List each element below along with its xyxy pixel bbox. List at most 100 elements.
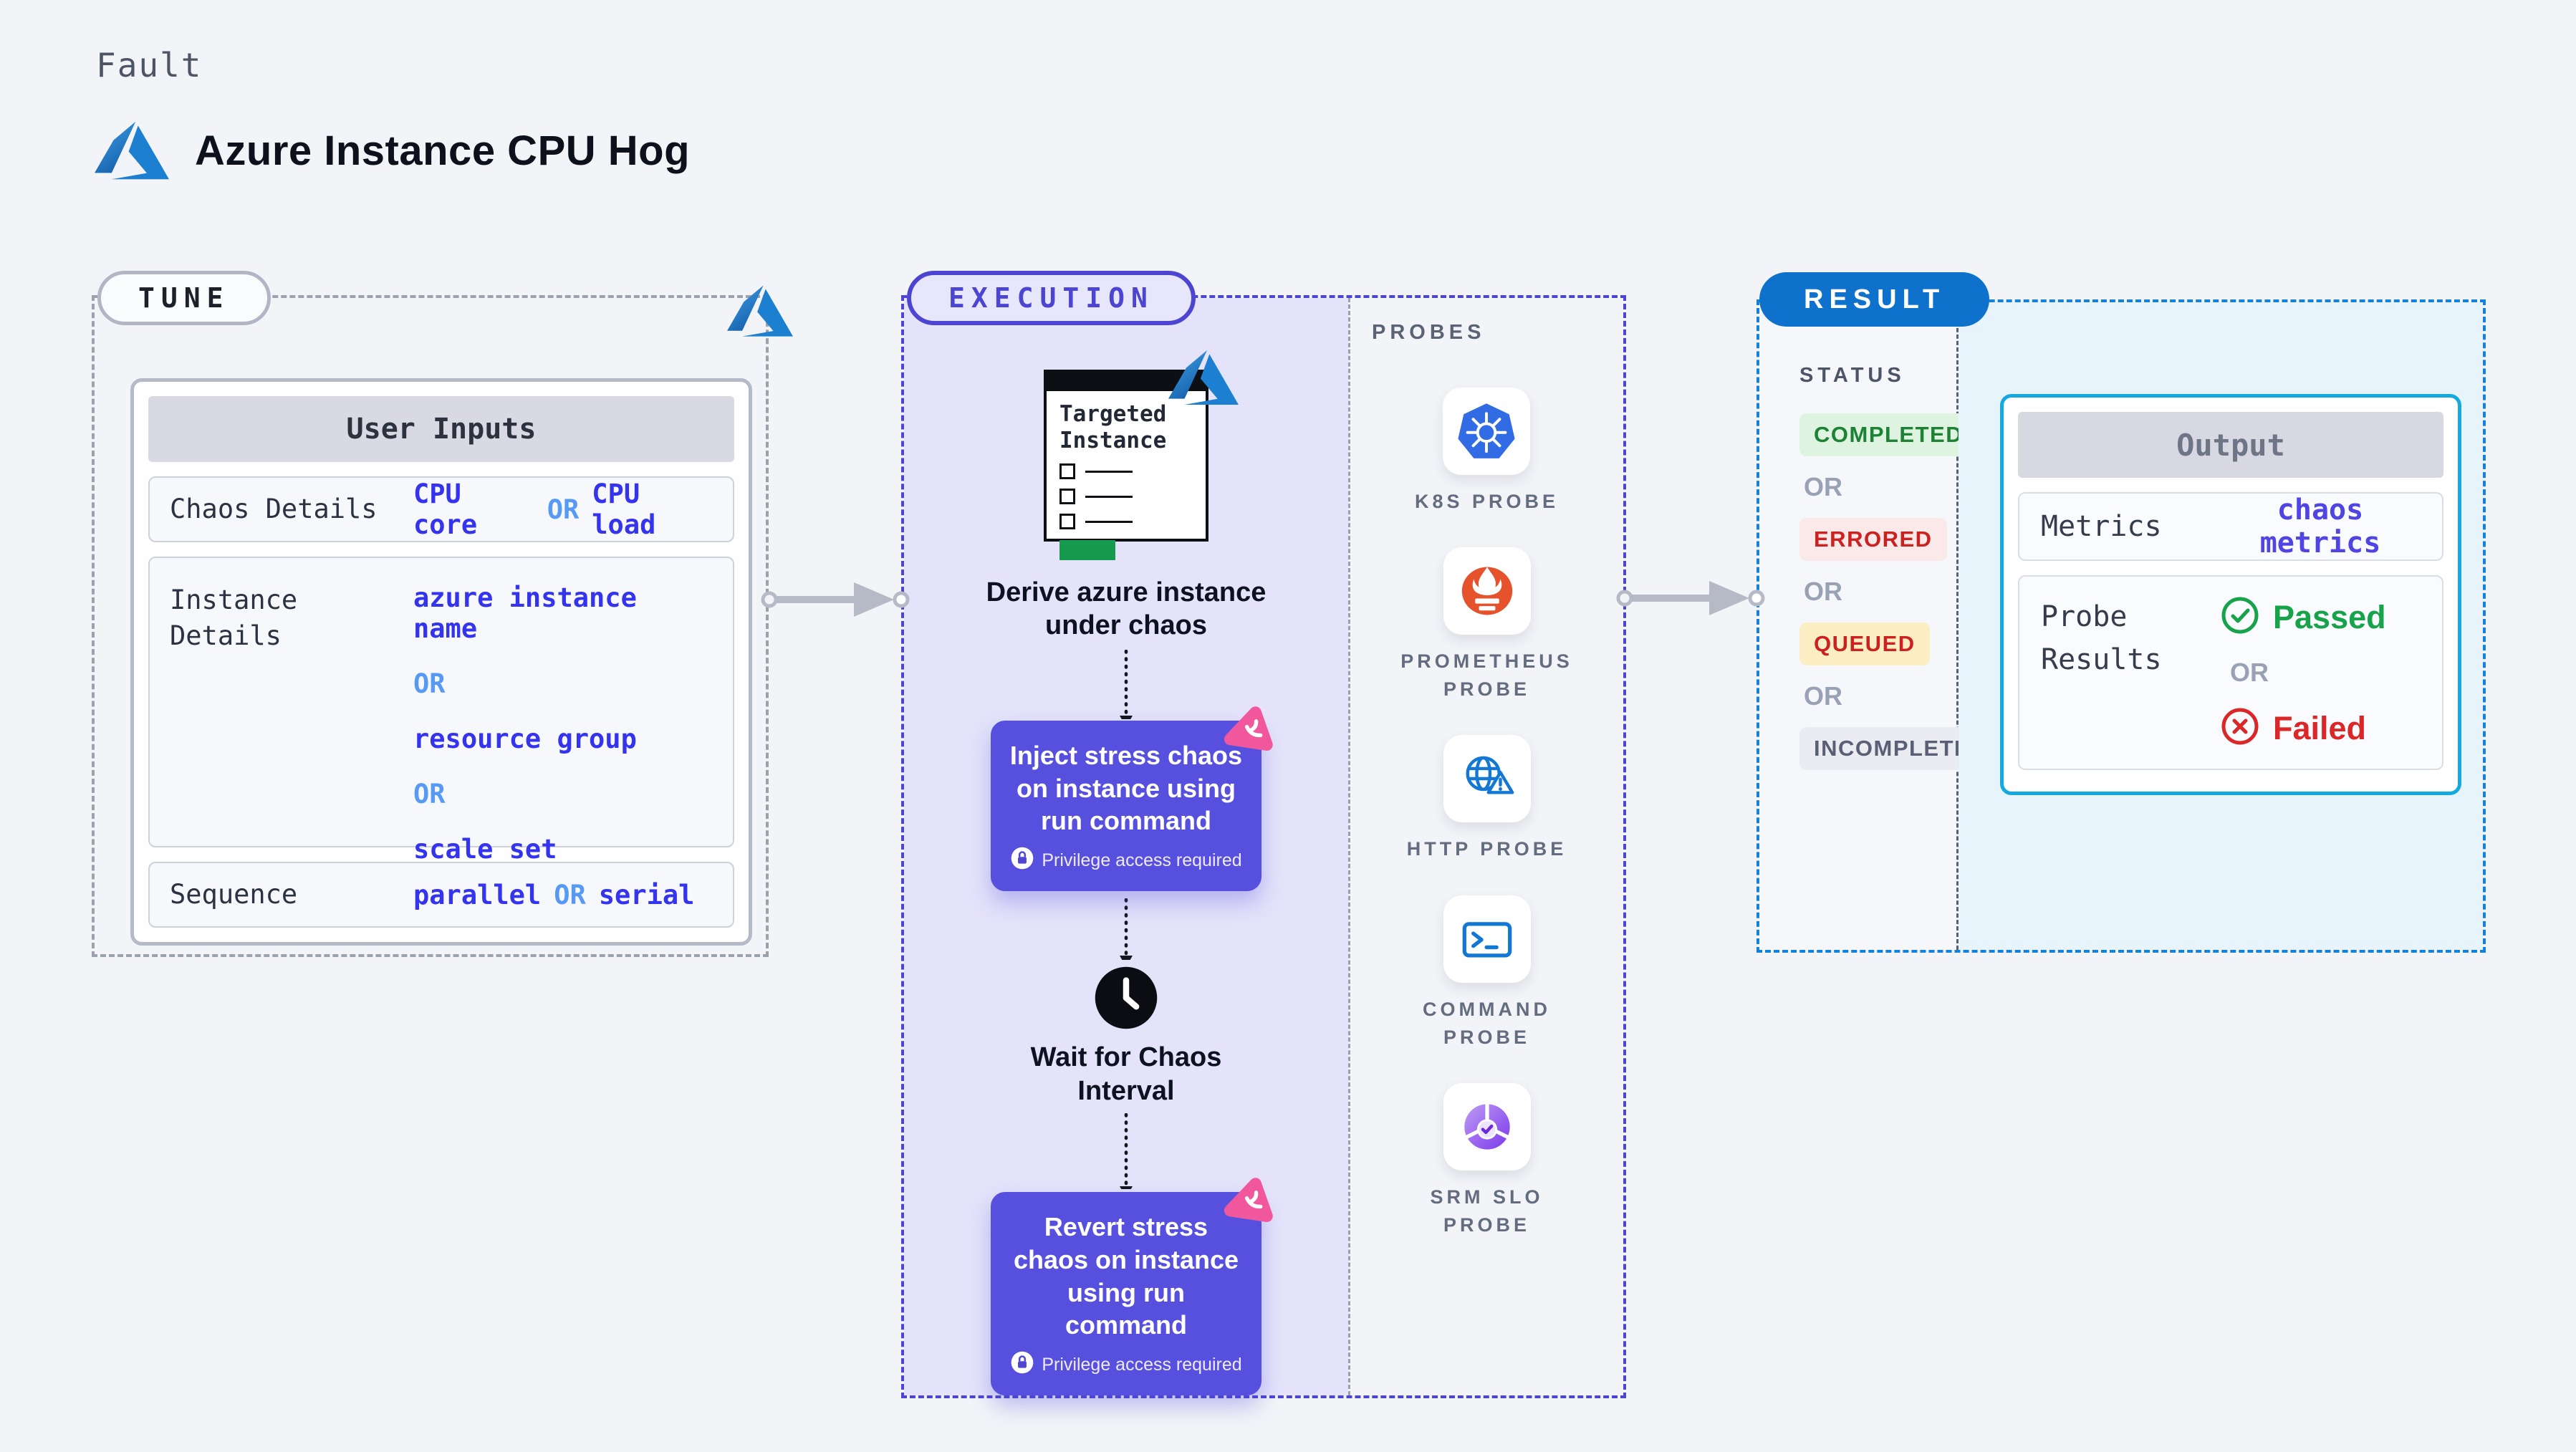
status-badge-completed: COMPLETED	[1799, 413, 1978, 456]
dotted-arrow-icon	[1120, 898, 1133, 961]
probe-item: COMMAND PROBE	[1398, 895, 1577, 1083]
row-values: CPU core OR CPU load	[392, 479, 713, 540]
probe-label: COMMAND PROBE	[1423, 998, 1551, 1048]
azure-logo-icon	[727, 278, 793, 344]
probe-label: SRM SLO PROBE	[1430, 1186, 1544, 1236]
value-option: CPU load	[592, 479, 656, 540]
table-row: Chaos Details CPU core OR CPU load	[148, 476, 734, 542]
srm-slo-icon	[1443, 1082, 1531, 1170]
lock-icon	[1010, 846, 1034, 875]
wait-step-label: Wait for Chaos Interval	[1030, 1042, 1222, 1106]
user-inputs-title: User Inputs	[148, 396, 734, 462]
probe-label: HTTP PROBE	[1406, 838, 1567, 860]
page-title: Azure Instance CPU Hog	[195, 127, 690, 174]
or-separator: OR	[1804, 577, 1842, 606]
line	[1085, 495, 1133, 498]
inject-step-label: Inject stress chaos on instance using ru…	[1009, 740, 1243, 836]
metrics-row: Metrics chaos metrics	[2018, 492, 2443, 561]
targeted-instance-window: Targeted Instance	[1044, 350, 1239, 561]
or-separator: OR	[413, 668, 446, 699]
azure-logo-icon	[1168, 342, 1239, 413]
metrics-value: chaos metrics	[2259, 494, 2381, 559]
status-column: STATUS COMPLETED OR ERRORED OR QUEUED OR…	[1759, 302, 2002, 950]
line	[1085, 520, 1133, 523]
execution-badge: EXECUTION	[907, 271, 1196, 325]
check-circle-icon	[2220, 595, 2260, 639]
or-separator: OR	[1804, 472, 1842, 501]
dotted-arrow-icon	[1120, 1113, 1133, 1190]
probe-results-values: Passed OR Failed	[2220, 595, 2421, 750]
execution-section: EXECUTION Targeted Instance	[901, 271, 1626, 1398]
value-option: scale set	[413, 834, 557, 865]
prometheus-icon	[1443, 547, 1531, 635]
lock-icon	[1010, 1350, 1034, 1380]
privilege-note-text: Privilege access required	[1042, 850, 1242, 870]
result-badge: RESULT	[1759, 272, 1990, 327]
row-values: parallel OR serial	[392, 880, 713, 910]
table-row: Instance Details azure instance name OR …	[148, 557, 734, 865]
privilege-note: Privilege access required	[1008, 1350, 1244, 1380]
checkbox-icon	[1059, 489, 1075, 505]
row-values: azure instance name OR resource group OR…	[392, 582, 713, 865]
table-row: Sequence parallel OR serial	[148, 862, 734, 928]
dotted-arrow-icon	[1120, 649, 1133, 719]
chaos-hub-icon	[1223, 703, 1279, 759]
row-label: Chaos Details	[170, 494, 378, 525]
failed-label: Failed	[2273, 709, 2367, 746]
output-title: Output	[2018, 412, 2443, 478]
passed-label: Passed	[2273, 598, 2386, 635]
output-area: Output Metrics chaos metrics Probe Resul…	[1959, 302, 2483, 950]
output-card: Output Metrics chaos metrics Probe Resul…	[2000, 394, 2461, 795]
value-option: CPU core	[413, 479, 478, 540]
connector-arrow-icon	[761, 582, 910, 617]
status-badge-errored: ERRORED	[1799, 518, 1947, 561]
x-circle-icon	[2220, 706, 2260, 750]
probe-label: K8S PROBE	[1414, 491, 1559, 512]
green-button	[1059, 540, 1115, 561]
or-separator: OR	[547, 494, 580, 525]
row-label: Sequence	[170, 879, 298, 910]
kubernetes-icon	[1443, 388, 1531, 475]
or-separator: OR	[413, 779, 446, 809]
clock-icon	[1092, 964, 1160, 1035]
checkbox-row	[1059, 489, 1193, 505]
value-option: azure instance name	[413, 582, 637, 644]
revert-chaos-step: Revert stress chaos on instance using ru…	[991, 1178, 1273, 1395]
checkbox-icon	[1059, 514, 1075, 530]
terminal-icon	[1443, 895, 1531, 983]
value-option: parallel	[413, 879, 542, 910]
probe-list: K8S PROBE PROMETHEUS PROBE	[1350, 388, 1623, 1271]
value-option: resource group	[413, 723, 637, 754]
azure-logo-icon	[95, 113, 169, 188]
value-option: serial	[598, 879, 695, 910]
row-label: Instance Details	[170, 585, 298, 651]
tune-section: TUNE User Inputs Chaos Details CPU core …	[92, 271, 793, 957]
probes-title: PROBES	[1372, 321, 1486, 344]
status-badge-queued: QUEUED	[1799, 622, 1930, 665]
probe-item: SRM SLO PROBE	[1398, 1082, 1577, 1271]
probe-item: PROMETHEUS PROBE	[1398, 547, 1577, 735]
line	[1085, 470, 1133, 473]
page-header: Azure Instance CPU Hog	[95, 113, 690, 188]
user-inputs-card: User Inputs Chaos Details CPU core OR CP…	[130, 378, 752, 946]
result-section: RESULT STATUS COMPLETED OR ERRORED OR QU…	[1756, 272, 2486, 953]
checkbox-row	[1059, 463, 1193, 480]
chaos-hub-icon	[1223, 1175, 1279, 1231]
tune-badge: TUNE	[97, 271, 271, 325]
window-body: Targeted Instance	[1047, 391, 1206, 570]
privilege-note: Privilege access required	[1008, 846, 1244, 875]
connector-arrow-icon	[1616, 581, 1765, 615]
privilege-note-text: Privilege access required	[1042, 1354, 1242, 1375]
revert-step-label: Revert stress chaos on instance using ru…	[1013, 1212, 1239, 1340]
metrics-label: Metrics	[2041, 510, 2162, 543]
or-separator: OR	[1804, 681, 1842, 711]
execution-flow: Targeted Instance Derive azure instance …	[904, 298, 1348, 1395]
inject-chaos-step: Inject stress chaos on instance using ru…	[991, 706, 1273, 891]
status-title: STATUS	[1799, 364, 1905, 387]
http-globe-icon	[1443, 735, 1531, 823]
failed-result: Failed	[2220, 706, 2366, 750]
probe-results-row: Probe Results Passed OR	[2018, 575, 2443, 770]
checkbox-row	[1059, 514, 1193, 530]
probe-results-label: Probe Results	[2041, 600, 2162, 676]
